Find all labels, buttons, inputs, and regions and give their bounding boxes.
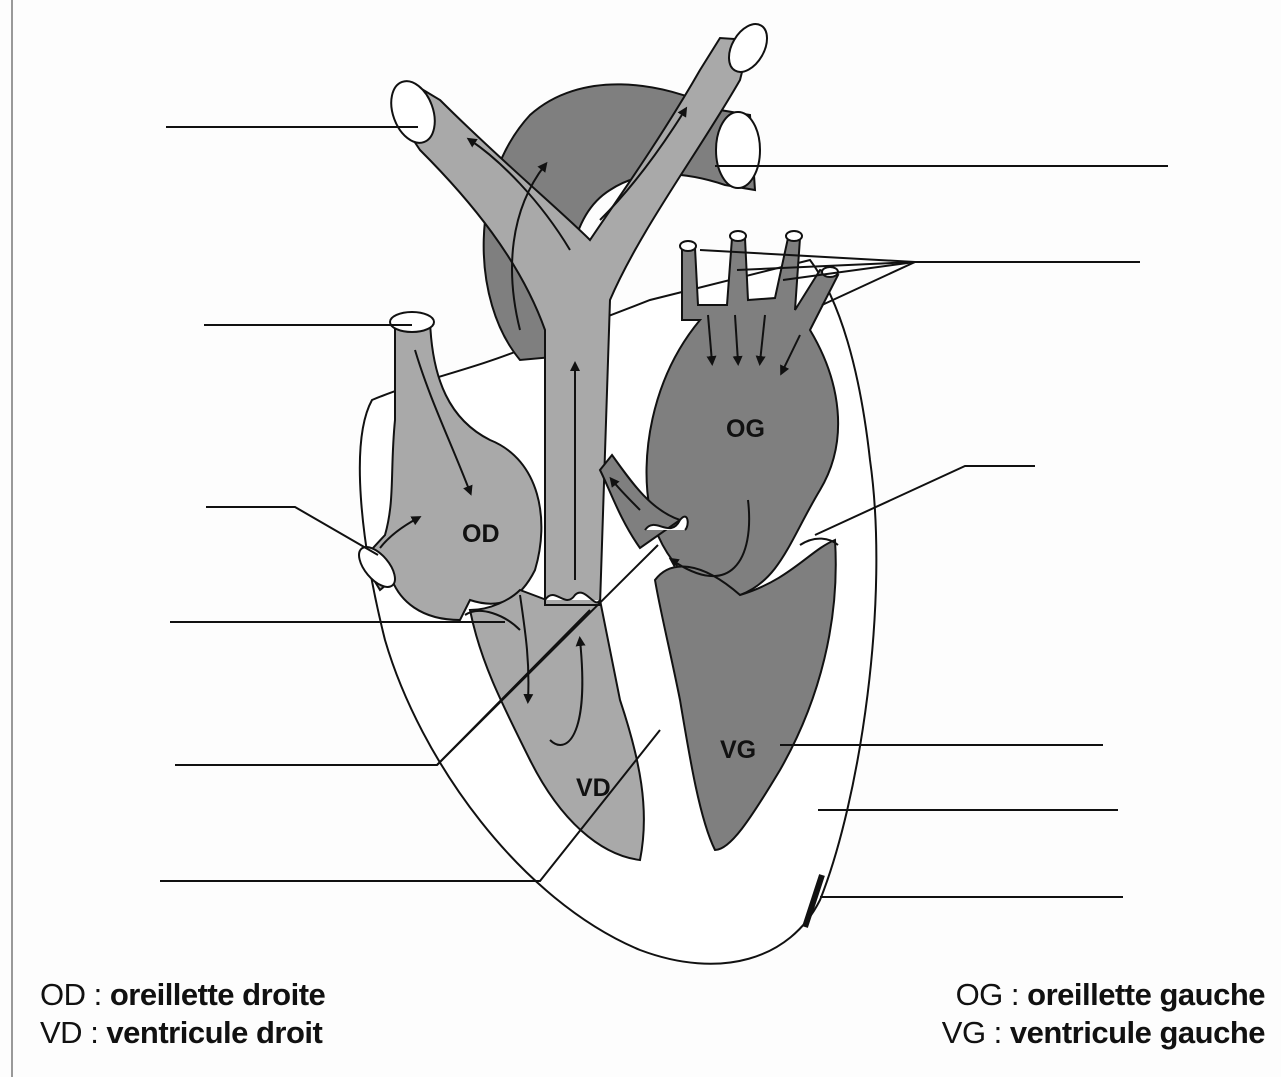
pulmonary-vein-opening-3 — [786, 231, 802, 241]
legend-item-vg: VG : ventricule gauche — [942, 1014, 1265, 1052]
pulmonary-vein-opening-1 — [680, 241, 696, 251]
label-vd: VD — [576, 774, 611, 802]
legend-item-od: OD : oreillette droite — [40, 976, 325, 1014]
label-od: OD — [462, 520, 500, 548]
label-vg: VG — [720, 736, 756, 764]
legend-item-vd: VD : ventricule droit — [40, 1014, 325, 1052]
legend-left: OD : oreillette droite VD : ventricule d… — [40, 976, 325, 1052]
legend-item-og: OG : oreillette gauche — [942, 976, 1265, 1014]
legend-right: OG : oreillette gauche VG : ventricule g… — [942, 976, 1265, 1052]
pulmonary-vein-opening-2 — [730, 231, 746, 241]
superior-vena-cava-opening — [390, 312, 434, 332]
aorta-opening — [716, 112, 760, 188]
label-og: OG — [726, 415, 765, 443]
